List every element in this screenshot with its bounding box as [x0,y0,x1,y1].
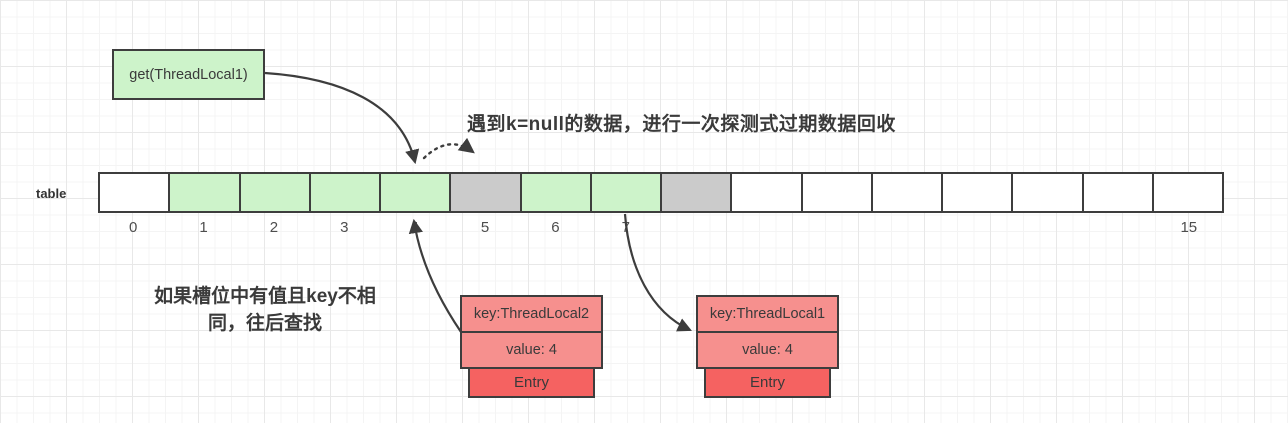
table-index-label-0: 0 [129,219,138,236]
annotation-probe-cleanup: 遇到k=null的数据，进行一次探测式过期数据回收 [467,114,896,135]
table-cell-3[interactable] [310,174,381,211]
table-cell-12[interactable] [943,174,1014,211]
table-index-label-14 [1083,219,1153,239]
table-cell-7[interactable] [591,174,662,211]
entry-threadlocal1-value: value: 4 [696,330,839,369]
table-index-label-5: 5 [480,219,490,236]
table-cell-10[interactable] [802,174,873,211]
table-index-label-3: 3 [340,219,349,236]
table-cell-2[interactable] [240,174,311,211]
table-index-label-12 [943,219,1013,239]
entry-threadlocal2-value: value: 4 [460,330,603,369]
table-cell-15[interactable] [1153,174,1222,211]
table-index-label-2: 2 [269,219,279,236]
table-index-row: 0 1 2 3 4 5 6 7 15 [98,219,1224,239]
annotation-linear-probe-line1: 如果槽位中有值且key不相 [154,286,376,307]
table-index-label-9 [731,219,801,239]
entry-threadlocal2[interactable]: key:ThreadLocal2 value: 4 Entry [460,295,603,398]
table-label: table [36,186,67,201]
table-index-label-6: 6 [551,219,560,236]
table-index-label-4: 4 [410,219,419,236]
entry-threadlocal1[interactable]: key:ThreadLocal1 value: 4 Entry [696,295,839,398]
table-cell-13[interactable] [1013,174,1084,211]
get-threadlocal1-label: get(ThreadLocal1) [129,66,248,83]
table-cell-11[interactable] [872,174,943,211]
table-index-label-8 [661,219,731,239]
table-cell-14[interactable] [1083,174,1154,211]
table-cell-9[interactable] [732,174,803,211]
entry-threadlocal2-key: key:ThreadLocal2 [460,295,603,333]
table-index-label-1: 1 [199,219,208,236]
table-index-label-11 [872,219,942,239]
get-threadlocal1-box[interactable]: get(ThreadLocal1) [112,49,265,100]
probe-arc-slot4-to-slot5 [422,137,475,160]
table-cell-0[interactable] [100,174,171,211]
table-index-label-7: 7 [621,219,630,236]
entry-threadlocal1-key: key:ThreadLocal1 [696,295,839,333]
table-index-label-10 [802,219,872,239]
table-index-label-15: 15 [1180,219,1198,236]
table-cell-8[interactable] [662,174,733,211]
annotation-linear-probe: 如果槽位中有值且key不相 同，往后查找 [100,284,430,337]
table-cell-4[interactable] [381,174,452,211]
table-cell-6[interactable] [521,174,592,211]
table-cell-1[interactable] [170,174,241,211]
arrow-get-to-slot4 [264,71,420,165]
table-cell-5[interactable] [451,174,522,211]
entry-threadlocal2-footer: Entry [468,366,595,398]
annotation-linear-probe-line2: 同，往后查找 [207,312,322,334]
table-array [98,172,1224,213]
entry-threadlocal1-footer: Entry [704,366,831,398]
table-index-label-13 [1013,219,1083,239]
